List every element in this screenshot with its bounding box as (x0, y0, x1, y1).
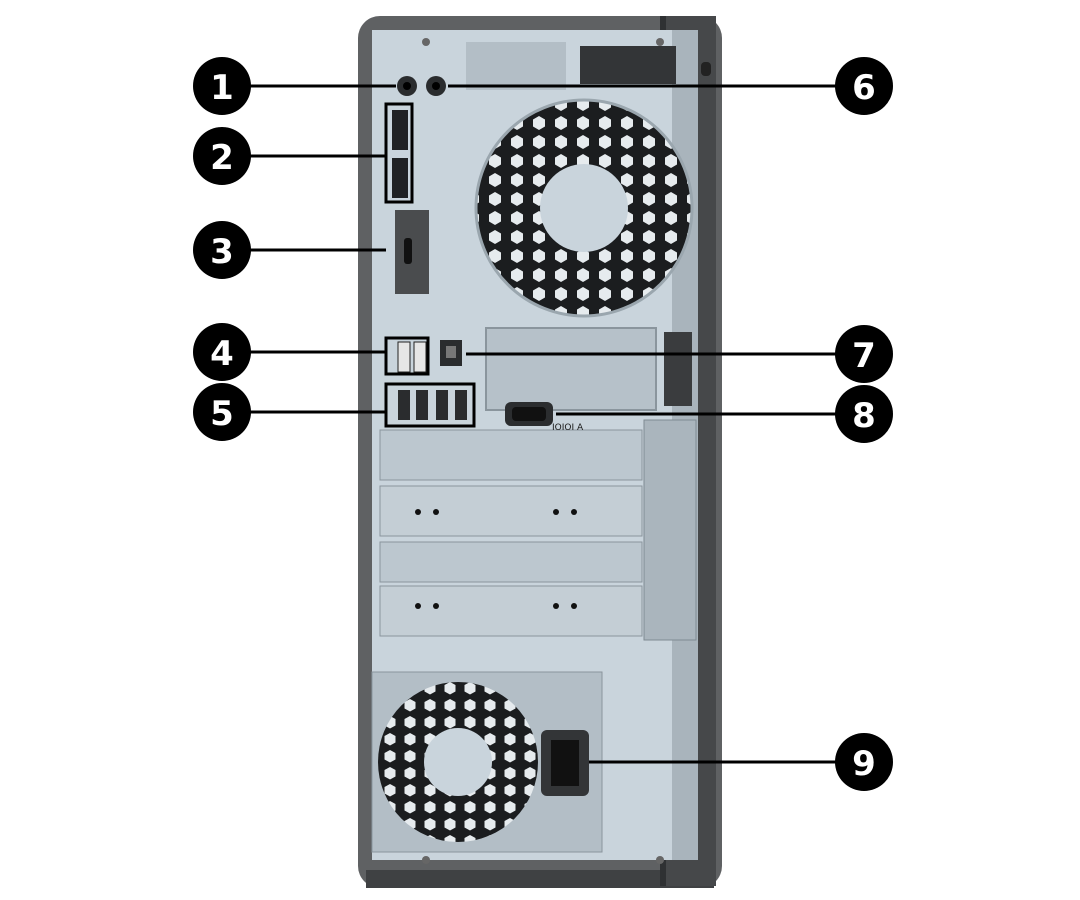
callout-lines (243, 84, 839, 764)
serial-port-label: IOIOI A (552, 423, 584, 433)
callout-number: 2 (210, 138, 234, 178)
displayport-ports (392, 110, 408, 198)
audio-ports (397, 76, 446, 96)
callout-badge: 9 (835, 733, 893, 791)
usb-ports-upper (397, 341, 427, 373)
callout-badge: 6 (835, 57, 893, 115)
serial-port: IOIOI A (505, 402, 584, 433)
callout-badge: 7 (835, 325, 893, 383)
callout-number: 8 (852, 396, 876, 436)
callout-badge: 5 (193, 383, 251, 441)
callout-number: 7 (852, 336, 876, 376)
callout-number: 4 (210, 334, 234, 374)
callout-badge: 2 (193, 127, 251, 185)
main-fan-grille (474, 98, 694, 318)
highlight-boxes (384, 102, 476, 428)
callout-number: 6 (852, 68, 876, 108)
callout-number: 1 (210, 68, 234, 108)
callout-badge: 1 (193, 57, 251, 115)
expansion-slots (379, 327, 697, 641)
callout-number: 5 (210, 394, 234, 434)
usb-c-module (395, 210, 429, 294)
callout-badge: 8 (835, 385, 893, 443)
callout-badge: 3 (193, 221, 251, 279)
callout-badge: 4 (193, 323, 251, 381)
rj45-port (440, 340, 462, 366)
callout-number: 9 (852, 744, 876, 784)
power-supply (371, 671, 603, 853)
callout-badges: 1 2 3 4 5 6 7 8 (193, 57, 893, 791)
usb-ports-lower (398, 390, 467, 420)
callout-number: 3 (210, 232, 234, 272)
